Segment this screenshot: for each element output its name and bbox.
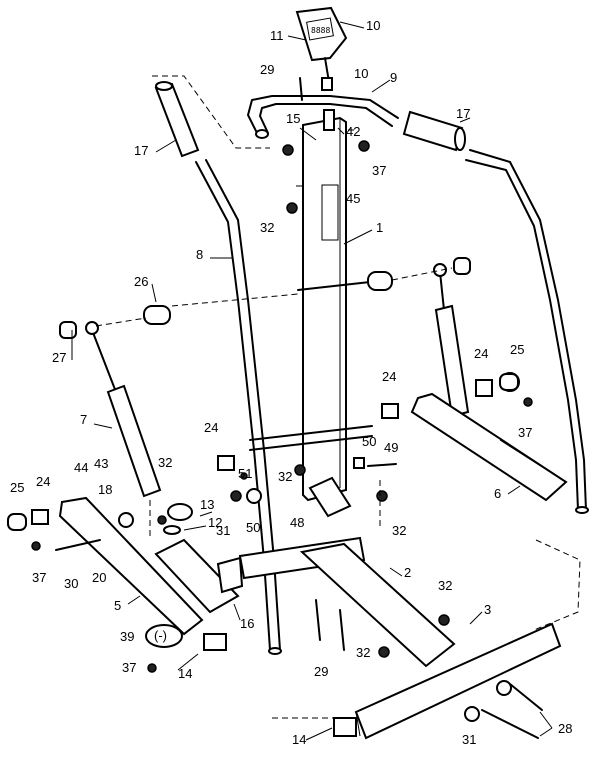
callout-label: 9	[390, 70, 397, 85]
callout-label: 51	[238, 466, 252, 481]
console-unit: 8888	[295, 6, 348, 91]
callout-label: 32	[158, 455, 172, 470]
callout-label: 2	[404, 565, 411, 580]
callout-label: 50	[362, 434, 376, 449]
grip-left	[154, 81, 200, 158]
callout-label: 11	[270, 28, 284, 43]
callout-label: 3	[484, 602, 491, 617]
base-frame	[238, 536, 562, 740]
callout-label: 10	[354, 66, 368, 81]
callout-label: 8	[196, 247, 203, 262]
callout-label: 24	[382, 369, 396, 384]
callout-label: 26	[134, 274, 148, 289]
callout-label: 12	[208, 515, 222, 530]
callout-label: 17	[456, 106, 470, 121]
grip-right	[402, 110, 466, 152]
callout-label: 17	[134, 143, 148, 158]
callout-label: 30	[64, 576, 78, 591]
callout-label: 37	[372, 163, 386, 178]
callout-label: 31	[216, 523, 230, 538]
callout-label: 27	[52, 350, 66, 365]
callout-label: 7	[80, 412, 87, 427]
assembly-guide-lines	[95, 75, 581, 719]
callout-label: 1	[376, 220, 383, 235]
callout-label: 24	[36, 474, 50, 489]
leader-lines	[71, 21, 553, 741]
callout-label: 13	[200, 497, 214, 512]
callout-label: 14	[178, 666, 192, 681]
left-pedal-arm	[58, 496, 244, 636]
callout-label: 32	[356, 645, 370, 660]
callout-label: 15	[286, 111, 300, 126]
pivot-axle	[143, 257, 471, 325]
callout-label: 32	[392, 523, 406, 538]
callout-label: 6	[494, 486, 501, 501]
center-post	[302, 109, 347, 502]
callout-label: 18	[98, 482, 112, 497]
callout-label: 32	[260, 220, 274, 235]
callout-label: 50	[246, 520, 260, 535]
callout-label: 37	[122, 660, 136, 675]
callout-label: 48	[290, 515, 304, 530]
callout-label: 32	[438, 578, 452, 593]
callout-labels: 1 2 3 5 6 7 8 9 10 10 11 12 13 14 14 15 …	[10, 18, 572, 747]
callout-label: 44	[74, 460, 88, 475]
top-handlebar	[247, 95, 399, 139]
left-hydraulic-cylinder	[59, 321, 162, 498]
washer-39: (-)	[145, 624, 183, 648]
callout-label: 37	[518, 425, 532, 440]
small-hardware	[7, 77, 543, 739]
callout-label: 16	[240, 616, 254, 631]
right-hydraulic-cylinder	[433, 263, 470, 418]
callout-label: 39	[120, 629, 134, 644]
callout-label: 5	[114, 598, 121, 613]
callout-label: 42	[346, 124, 360, 139]
callout-label: 10	[366, 18, 380, 33]
callout-label: 14	[292, 732, 306, 747]
right-pedal-arm	[410, 372, 568, 502]
callout-label: 37	[32, 570, 46, 585]
right-arm-tube	[465, 149, 589, 514]
callout-label: 29	[260, 62, 274, 77]
callout-label: 31	[462, 732, 476, 747]
callout-label: 28	[558, 721, 572, 736]
callout-label: 45	[346, 191, 360, 206]
washer-39-label: (-)	[154, 628, 167, 643]
callout-label: 43	[94, 456, 108, 471]
console-lcd-readout: 8888	[311, 26, 330, 35]
callout-label: 25	[10, 480, 24, 495]
callout-label: 25	[510, 342, 524, 357]
callout-label: 29	[314, 664, 328, 679]
callout-label: 24	[204, 420, 218, 435]
callout-label: 20	[92, 570, 106, 585]
middle-crossbar	[249, 425, 373, 451]
callout-label: 49	[384, 440, 398, 455]
callout-label: 24	[474, 346, 488, 361]
callout-label: 32	[278, 469, 292, 484]
